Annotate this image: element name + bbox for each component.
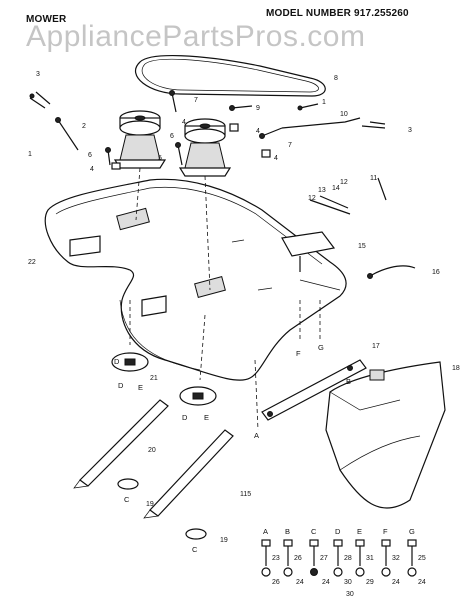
letter-a-ref: A: [254, 431, 259, 440]
legend-num-23: 23: [272, 555, 280, 562]
legend-letter-f: F: [383, 527, 388, 536]
callout-labels: 1 1 2 3 3 4 4 4 4 5 6 6 7 7 8 9 10 11 12…: [28, 71, 460, 544]
legend-num-25: 25: [418, 555, 426, 562]
callout-22: 22: [28, 259, 36, 266]
legend-num-28: 28: [344, 555, 352, 562]
legend-num-32: 32: [392, 555, 400, 562]
legend-numbers: 23 26 27 28 31 32 25 26 24 24 30 29 24 2…: [272, 555, 426, 598]
diagram-title: MOWER: [26, 14, 67, 25]
deck-bracket[interactable]: [281, 231, 336, 272]
legend-letter-d: D: [335, 527, 341, 536]
callout-10: 10: [340, 111, 348, 118]
callout-12: 12: [308, 195, 316, 202]
right-blade-adapter[interactable]: [179, 386, 217, 406]
callout-20: 20: [148, 447, 156, 454]
legend-letter-e: E: [357, 527, 362, 536]
callout-1: 1: [28, 151, 32, 158]
legend-num-27: 27: [320, 555, 328, 562]
callout-7b: 7: [288, 142, 292, 149]
callout-14: 14: [332, 185, 340, 192]
callout-18: 18: [452, 365, 460, 372]
watermark: AppliancePartsPros.com: [26, 20, 366, 53]
letter-e-ref-2: E: [204, 413, 209, 422]
model-number: MODEL NUMBER 917.255260: [266, 8, 409, 19]
legend-num-26b: 26: [272, 579, 280, 586]
callout-21: 21: [150, 375, 158, 382]
callout-15: 15: [358, 243, 366, 250]
support-arm[interactable]: [261, 359, 367, 421]
legend-num-24d: 24: [418, 579, 426, 586]
discharge-chute[interactable]: [325, 361, 446, 509]
callout-13: 13: [318, 187, 326, 194]
callout-4: 4: [90, 166, 94, 173]
legend-letter-b: B: [285, 527, 290, 536]
letter-b-ref: B: [346, 377, 351, 386]
legend-num-26: 26: [294, 555, 302, 562]
legend-num-24c: 24: [392, 579, 400, 586]
callout-7: 7: [194, 97, 198, 104]
right-spindle-pulley[interactable]: [178, 118, 232, 177]
callout-9: 9: [256, 105, 260, 112]
letter-d-ref-3: D: [182, 413, 188, 422]
right-blade-washer[interactable]: [185, 528, 207, 540]
letter-c-ref-2: C: [192, 545, 198, 554]
legend-num-30b: 30: [346, 591, 354, 598]
letter-g-ref: G: [318, 343, 324, 352]
hardware-small-parts[interactable]: [29, 90, 416, 279]
left-blade-washer[interactable]: [117, 478, 139, 490]
hardware-legend[interactable]: [261, 539, 417, 577]
letter-d-ref-2: D: [118, 381, 124, 390]
letter-labels: A B C C D D D E E F G: [114, 343, 351, 554]
legend-letter-g: G: [409, 527, 415, 536]
left-blade-adapter[interactable]: [111, 352, 149, 372]
callout-5: 5: [158, 155, 162, 162]
callout-2: 2: [82, 123, 86, 130]
callout-11: 11: [370, 175, 377, 182]
legend-letter-c: C: [311, 527, 317, 536]
diagram-code: 115: [240, 491, 251, 498]
right-blade[interactable]: [143, 429, 234, 519]
letter-c-ref: C: [124, 495, 130, 504]
legend-letters: A B C D E F G: [263, 527, 415, 536]
callout-12b: 12: [340, 179, 348, 186]
callout-4b: 4: [182, 119, 186, 126]
callout-1b: 1: [322, 99, 326, 106]
legend-num-24b: 24: [322, 579, 330, 586]
callout-4c: 4: [256, 128, 260, 135]
left-spindle-pulley[interactable]: [113, 110, 167, 169]
legend-num-24: 24: [296, 579, 304, 586]
callout-17: 17: [372, 343, 380, 350]
callout-19b: 19: [220, 537, 228, 544]
left-blade[interactable]: [73, 399, 169, 489]
alignment-lines: [129, 167, 321, 431]
letter-e-ref: E: [138, 383, 143, 392]
callout-6b: 6: [170, 133, 174, 140]
callout-3b: 3: [408, 127, 412, 134]
legend-num-29: 29: [366, 579, 374, 586]
letter-d-ref: D: [114, 357, 120, 366]
drive-belt[interactable]: [134, 55, 326, 97]
callout-4d: 4: [274, 155, 278, 162]
mower-deck[interactable]: [44, 178, 347, 381]
letter-f-ref: F: [296, 349, 301, 358]
callout-6: 6: [88, 152, 92, 159]
legend-num-30: 30: [344, 579, 352, 586]
callout-19: 19: [146, 501, 154, 508]
callout-3: 3: [36, 71, 40, 78]
legend-letter-a: A: [263, 527, 268, 536]
legend-num-31: 31: [366, 555, 374, 562]
callout-8: 8: [334, 75, 338, 82]
callout-16: 16: [432, 269, 440, 276]
